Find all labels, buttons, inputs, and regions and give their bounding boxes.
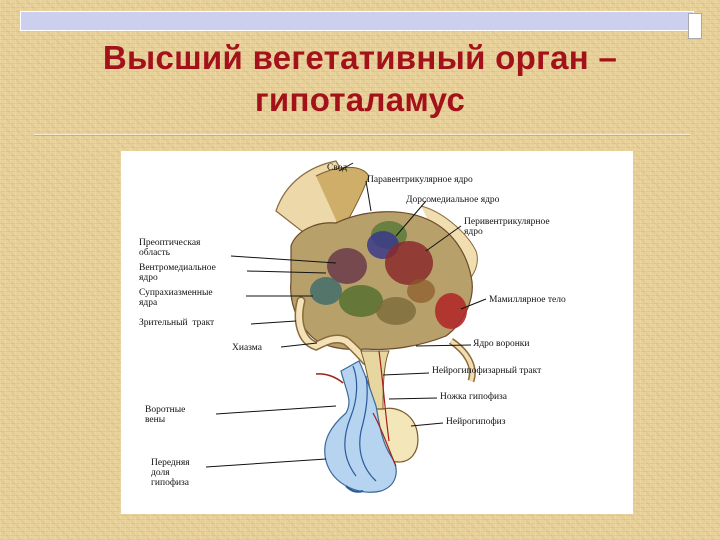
label-neurohypophyseal-tract: Нейрогипофизарный тракт bbox=[432, 366, 542, 376]
hypothalamus-diagram: Свод Паравентрикулярное ядро Дорсомедиал… bbox=[121, 151, 633, 514]
label-anterior-pituitary-lobe: Передняя доля гипофиза bbox=[151, 458, 190, 488]
label-mamillary-body: Мамиллярное тело bbox=[489, 295, 566, 305]
header-decor-box bbox=[688, 13, 702, 39]
label-infundibular-nucleus: Ядро воронки bbox=[473, 339, 530, 349]
label-suprachiasmatic-nuclei: Супрахиазменные ядра bbox=[139, 288, 213, 308]
label-svod: Свод bbox=[327, 163, 348, 173]
label-chiasm: Хиазма bbox=[232, 343, 262, 353]
title-divider bbox=[34, 134, 690, 135]
hypothalamus-illustration bbox=[205, 160, 487, 493]
label-optic-tract: Зрительный тракт bbox=[139, 318, 215, 328]
header-decor-bar bbox=[20, 11, 694, 31]
label-ventromedial-nucleus: Вентромедиальное ядро bbox=[139, 263, 216, 283]
label-preoptic-area: Преоптическая область bbox=[139, 238, 201, 258]
label-paraventricular-nucleus: Паравентрикулярное ядро bbox=[367, 175, 473, 185]
label-periventricular-nucleus: Перивентрикулярное ядро bbox=[464, 217, 550, 237]
label-dorsomedial-nucleus: Дорсомедиальное ядро bbox=[406, 195, 500, 205]
label-portal-veins: Воротные вены bbox=[145, 405, 186, 425]
label-neurohypophysis: Нейрогипофиз bbox=[446, 417, 506, 427]
label-pituitary-stalk: Ножка гипофиза bbox=[440, 392, 508, 402]
slide-title: Высший вегетативный орган – гипоталамус bbox=[102, 39, 618, 118]
